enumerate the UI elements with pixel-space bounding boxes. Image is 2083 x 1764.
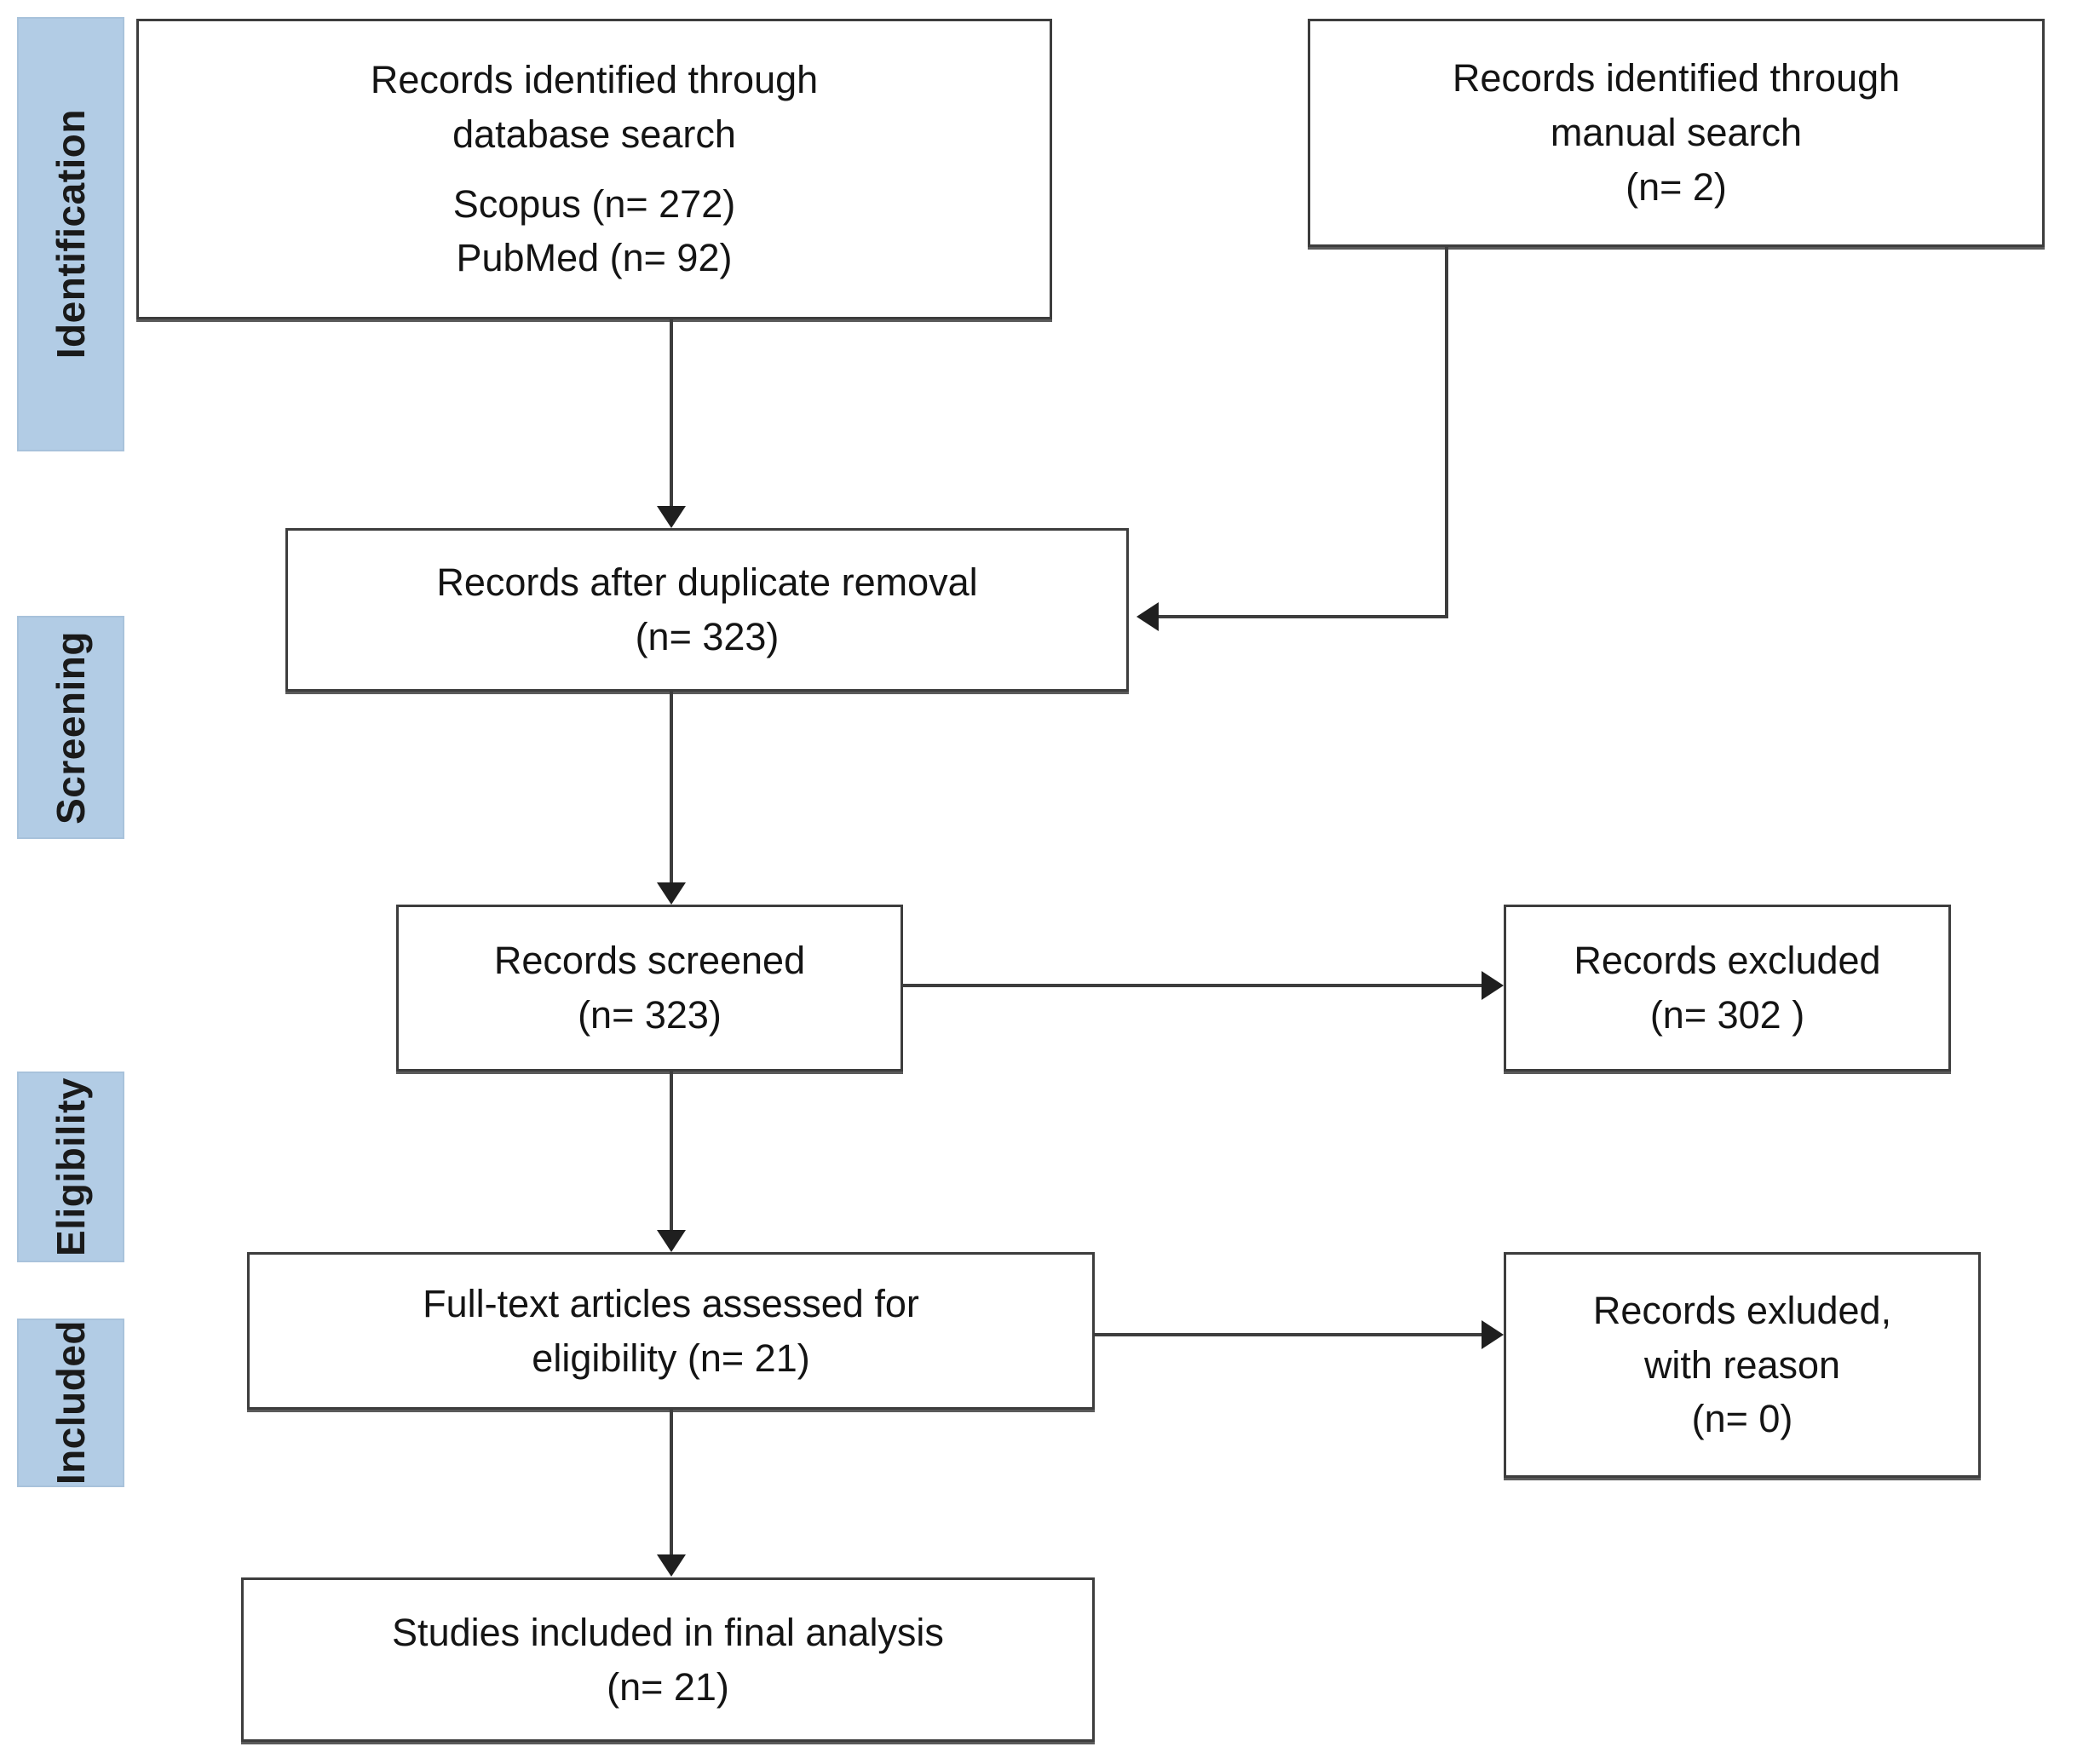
connector-fulltext-to-excluded-reason bbox=[1093, 1333, 1484, 1336]
box-records-excluded-with-reason: Records exluded, with reason (n= 0) bbox=[1504, 1252, 1981, 1478]
box-line: manual search bbox=[1550, 111, 1803, 155]
connector-screened-to-fulltext bbox=[670, 1072, 673, 1232]
stage-label-identification: Identification bbox=[49, 109, 93, 359]
arrowhead-duplicates-to-screened bbox=[657, 882, 686, 905]
stage-band-eligibility: Eligibility bbox=[17, 1072, 124, 1262]
box-line: Records excluded bbox=[1574, 939, 1881, 983]
box-line: (n= 323) bbox=[635, 615, 780, 658]
stage-label-eligibility: Eligibility bbox=[49, 1077, 93, 1256]
box-line: Records exluded, bbox=[1592, 1288, 1892, 1332]
box-fulltext-articles-assessed: Full-text articles assessed for eligibil… bbox=[247, 1252, 1095, 1410]
arrowhead-fulltext-to-excluded-reason bbox=[1482, 1320, 1504, 1349]
arrowhead-database-to-duplicates bbox=[657, 506, 686, 528]
box-line: (n= 0) bbox=[1691, 1397, 1793, 1441]
arrowhead-screened-to-fulltext bbox=[657, 1230, 686, 1252]
box-records-screened: Records screened (n= 323) bbox=[396, 905, 903, 1072]
box-records-identified-manual-search: Records identified through manual search… bbox=[1308, 19, 2045, 247]
box-line: with reason bbox=[1643, 1342, 1841, 1387]
box-line: (n= 21) bbox=[607, 1664, 729, 1709]
box-line: Records after duplicate removal bbox=[436, 560, 978, 605]
box-line: database search bbox=[452, 112, 736, 156]
connector-database-to-duplicates bbox=[670, 319, 673, 509]
box-line: (n= 323) bbox=[578, 993, 722, 1037]
box-records-after-duplicate-removal: Records after duplicate removal (n= 323) bbox=[285, 528, 1129, 692]
box-line: PubMed (n= 92) bbox=[456, 236, 733, 280]
arrowhead-manual-to-duplicates bbox=[1136, 602, 1159, 631]
stage-band-identification: Identification bbox=[17, 17, 124, 451]
connector-manual-horizontal bbox=[1159, 615, 1448, 618]
box-records-excluded: Records excluded (n= 302 ) bbox=[1504, 905, 1951, 1072]
box-records-identified-database-search: Records identified through database sear… bbox=[136, 19, 1052, 319]
box-line: (n= 2) bbox=[1626, 164, 1727, 209]
connector-fulltext-to-included bbox=[670, 1410, 673, 1556]
box-line: Records identified through bbox=[1452, 56, 1901, 101]
arrowhead-fulltext-to-included bbox=[657, 1554, 686, 1577]
stage-band-included: Included bbox=[17, 1319, 124, 1487]
box-line: eligibility (n= 21) bbox=[532, 1336, 810, 1380]
box-line: Studies included in final analysis bbox=[392, 1610, 944, 1654]
box-studies-included-final-analysis: Studies included in final analysis (n= 2… bbox=[241, 1577, 1095, 1742]
connector-duplicates-to-screened bbox=[670, 692, 673, 884]
box-line: Scopus (n= 272) bbox=[452, 181, 736, 226]
box-line: Full-text articles assessed for bbox=[423, 1281, 919, 1325]
connector-screened-to-excluded bbox=[901, 984, 1484, 987]
stage-label-included: Included bbox=[49, 1320, 93, 1485]
box-line: Records identified through bbox=[370, 57, 819, 101]
stage-label-screening: Screening bbox=[49, 630, 93, 825]
box-line: Records screened bbox=[493, 939, 806, 983]
connector-manual-vertical bbox=[1445, 247, 1448, 617]
box-line: (n= 302 ) bbox=[1649, 993, 1805, 1037]
stage-band-screening: Screening bbox=[17, 616, 124, 839]
arrowhead-screened-to-excluded bbox=[1482, 971, 1504, 1000]
